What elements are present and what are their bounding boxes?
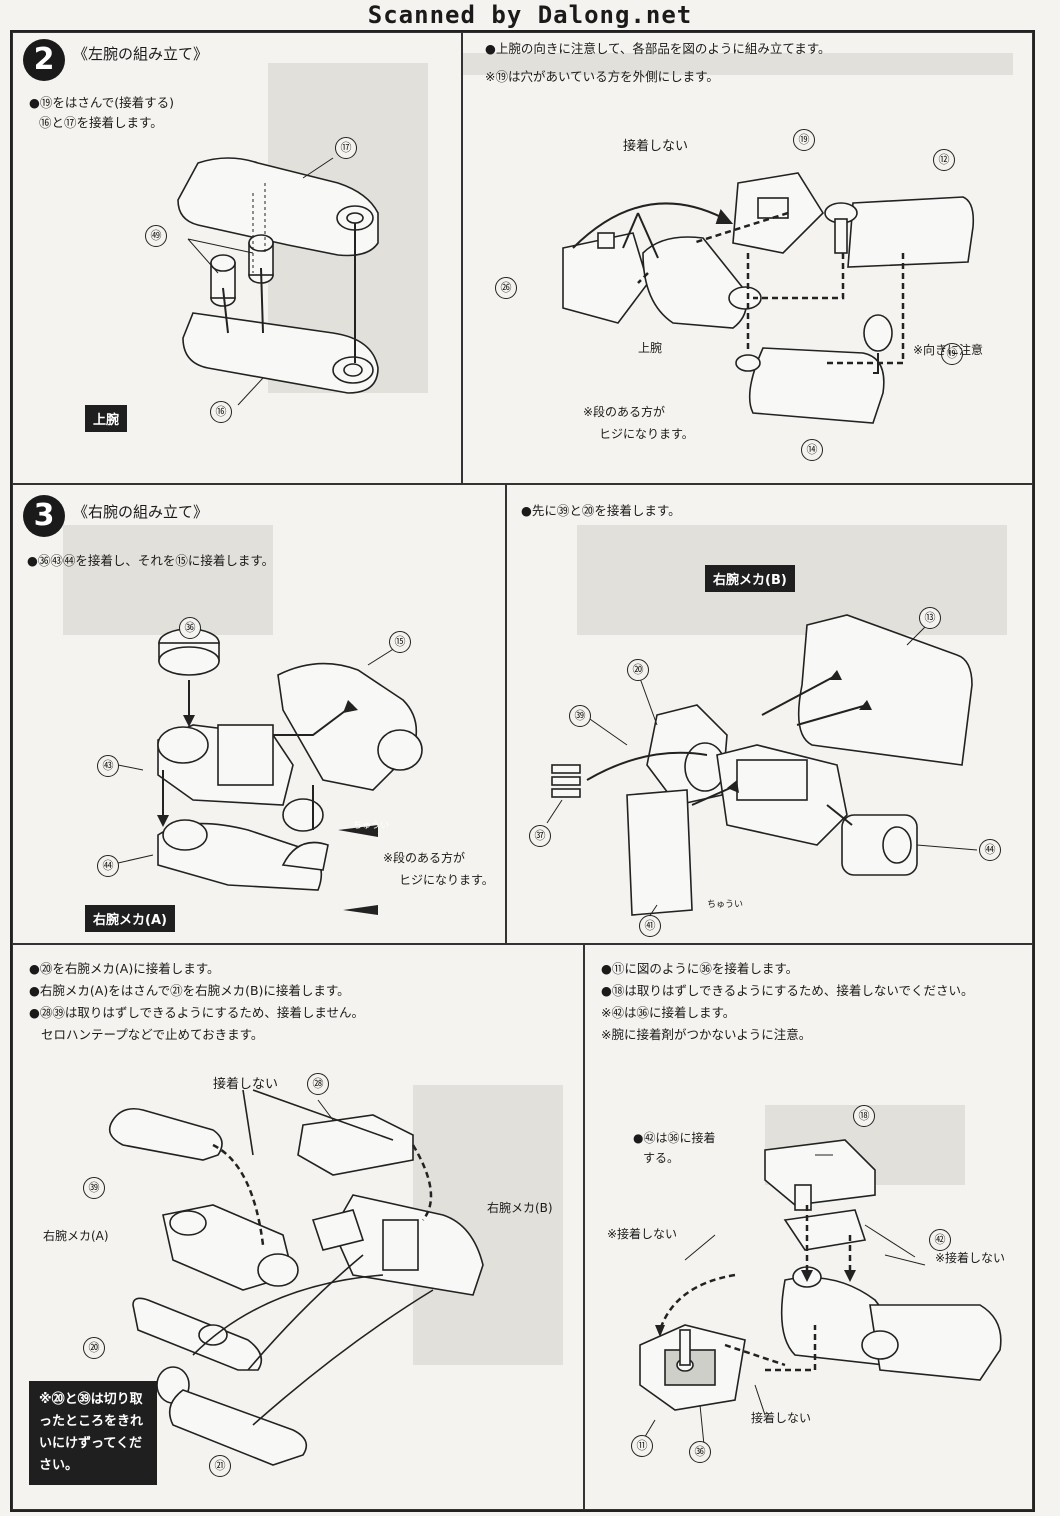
instruction-note: ※⑲は穴があいている方を外側にします。 <box>485 69 719 84</box>
part-callout-21: ㉑ <box>209 1455 231 1477</box>
caution-arrow-label: ちゅうい <box>353 821 390 831</box>
instruction-line: ●先に㊴と⑳を接着します。 <box>521 503 681 518</box>
instruction-line: ●上腕の向きに注意して、各部品を図のように組み立てます。 <box>485 41 831 56</box>
shoulder-diagram <box>639 1139 1002 1456</box>
caution-arrow-label: ちゅうい <box>707 900 744 910</box>
mecha-b-label: 右腕メカ(B) <box>487 1201 553 1215</box>
part-callout-20: ⑳ <box>83 1337 105 1359</box>
no-glue-label: 接着しない <box>623 139 689 154</box>
no-glue-label: ※接着しない <box>607 1227 678 1241</box>
step-title: 《左腕の組み立て》 <box>73 45 209 63</box>
part-callout-119: ⑲ <box>941 343 963 365</box>
part-callout-73: ㊸ <box>97 755 119 777</box>
elbow-note: ※段のある方が <box>583 405 666 419</box>
part-callout-14: ⑭ <box>801 439 823 461</box>
instruction-note: ※㊷は㊱に接着します。 <box>601 1005 736 1020</box>
instruction-line: ●右腕メカ(A)をはさんで㉑を右腕メカ(B)に接着します。 <box>29 983 350 998</box>
trim-note-box: ※⑳と㊴は切り取ったところをきれいにけずってください。 <box>29 1381 157 1485</box>
instruction-line: ●⑳を右腕メカ(A)に接着します。 <box>29 961 220 976</box>
glue-note-2: する。 <box>643 1151 680 1165</box>
upper-arm-tag: 上腕 <box>85 405 128 432</box>
mecha-b-diagram <box>546 614 978 918</box>
part-callout-19: ⑲ <box>793 129 815 151</box>
panel-step2-left-arm: 2 《左腕の組み立て》 ●⑲をはさんで(接着する) ⑯と⑰を接着します。 <box>12 32 462 484</box>
part-callout-15: ⑮ <box>389 631 411 653</box>
part-callout-18: ⑱ <box>853 1105 875 1127</box>
step-number: 3 <box>23 495 65 537</box>
no-glue-label: ※接着しない <box>935 1251 1006 1265</box>
part-callout-12: ⑫ <box>933 149 955 171</box>
scan-banner: Scanned by Dalong.net <box>367 1 693 29</box>
elbow-note-2: ヒジになります。 <box>399 873 494 887</box>
faded-background-table <box>63 525 273 635</box>
instruction-line: セロハンテープなどで止めておきます。 <box>41 1027 264 1042</box>
part-callout-39: ㊴ <box>83 1177 105 1199</box>
part-callout-54: ㊹ <box>979 839 1001 861</box>
part-callout-82: ㊷ <box>929 1229 951 1251</box>
left-arm-diagram <box>177 157 379 406</box>
instruction-line: ●㉘㊴は取りはずしできるようにするため、接着しません。 <box>29 1005 365 1020</box>
elbow-note: ※段のある方が <box>383 851 466 865</box>
panel-step3-mecha-b: ●先に㊴と⑳を接着します。 右腕メカ(B) <box>506 484 1033 944</box>
part-callout-16: ⑯ <box>210 401 232 423</box>
part-callout-70: ⑳ <box>627 659 649 681</box>
part-callout-57: ㊲ <box>529 825 551 847</box>
right-arm-mecha-b-tag: 右腕メカ(B) <box>705 565 795 592</box>
part-callout-26: ㉖ <box>495 277 517 299</box>
instruction-note: ※腕に接着剤がつかないように注意。 <box>601 1027 812 1042</box>
no-glue-label: 接着しない <box>751 1411 812 1425</box>
part-callout-74: ㊹ <box>97 855 119 877</box>
instruction-line: ●⑪に図のように㊱を接着します。 <box>601 961 799 976</box>
panel-step3-right-arm: 3 《右腕の組み立て》 ●㊱㊸㊹を接着し、それを⑮に接着します。 <box>12 484 506 944</box>
part-callout-13: ⑬ <box>919 607 941 629</box>
part-callout-66: ㊱ <box>689 1441 711 1463</box>
right-arm-mecha-a-tag: 右腕メカ(A) <box>85 905 175 932</box>
part-callout-11: ⑪ <box>631 1435 653 1457</box>
panel-step2-assembly: ●上腕の向きに注意して、各部品を図のように組み立てます。 ※⑲は穴があいている方… <box>462 32 1033 484</box>
part-callout-28: ㉘ <box>307 1073 329 1095</box>
instruction-line: ●⑲をはさんで(接着する) <box>29 95 175 110</box>
right-arm-diagram <box>117 628 423 915</box>
panel-attach-parts: ●⑳を右腕メカ(A)に接着します。 ●右腕メカ(A)をはさんで㉑を右腕メカ(B)… <box>12 944 584 1510</box>
mecha-a-label: 右腕メカ(A) <box>43 1229 109 1243</box>
orientation-note: ※向きに注意 <box>913 343 984 357</box>
upper-arm-label: 上腕 <box>638 341 663 355</box>
assembly-diagram <box>562 172 975 424</box>
part-callout-69: ㊴ <box>569 705 591 727</box>
faded-background-text <box>463 53 1013 75</box>
no-glue-label: 接着しない <box>213 1077 279 1092</box>
elbow-note-2: ヒジになります。 <box>599 427 694 441</box>
instruction-line: ●㊱㊸㊹を接着し、それを⑮に接着します。 <box>27 553 275 568</box>
attach-diagram <box>108 1089 484 1478</box>
instruction-line: ⑯と⑰を接着します。 <box>39 115 163 130</box>
part-callout-56: ㊱ <box>179 617 201 639</box>
step-title: 《右腕の組み立て》 <box>73 503 209 521</box>
part-callout-17: ⑰ <box>335 137 357 159</box>
step-number: 2 <box>23 39 65 81</box>
part-callout-61: ㊶ <box>639 915 661 937</box>
panel-shoulder-parts: ●⑪に図のように㊱を接着します。 ●⑱は取りはずしできるようにするため、接着しな… <box>584 944 1033 1510</box>
part-callout-59: ㊾ <box>145 225 167 247</box>
instruction-sheet: 2 《左腕の組み立て》 ●⑲をはさんで(接着する) ⑯と⑰を接着します。 <box>10 30 1035 1512</box>
instruction-line: ●⑱は取りはずしできるようにするため、接着しないでください。 <box>601 983 974 998</box>
glue-note: ●㊷は㊱に接着 <box>633 1131 716 1145</box>
